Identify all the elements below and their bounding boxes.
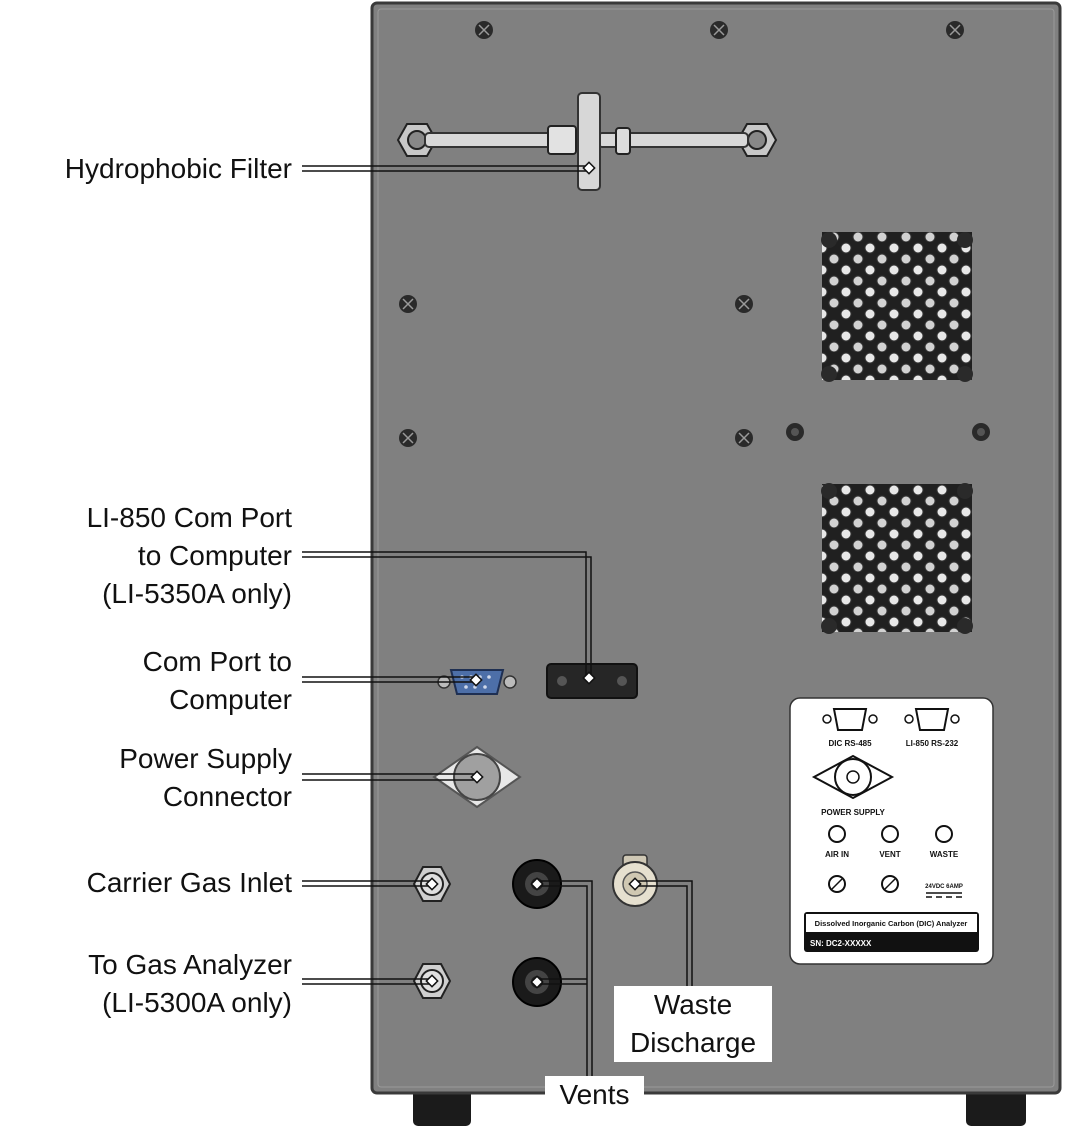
plate-air-in: AIR IN: [825, 850, 849, 859]
fan-grill-upper: [821, 232, 973, 382]
plate-serial: SN: DC2-XXXXX: [810, 939, 872, 948]
panel-screw: [475, 21, 493, 39]
callout-hydrophobic-filter: Hydrophobic Filter: [64, 153, 292, 184]
dic-rs485-port-icon: [822, 708, 878, 731]
plate-li850-rs232: LI-850 RS-232: [906, 739, 959, 748]
plate-dic-rs485: DIC RS-485: [828, 739, 872, 748]
panel-screw: [735, 429, 753, 447]
callout-vents: Vents: [545, 1076, 644, 1114]
hydrophobic-filter-assembly: [396, 92, 778, 191]
panel-screw: [946, 21, 964, 39]
callout-carrier-gas-inlet: Carrier Gas Inlet: [86, 867, 292, 898]
right-foot: [966, 1088, 1026, 1126]
panel-screw: [972, 423, 990, 441]
plate-power-supply: POWER SUPPLY: [821, 808, 885, 817]
plate-rating: 24VDC 6AMP: [925, 884, 963, 890]
fan-grill-lower: [821, 483, 973, 634]
callout-li850-com-port: LI-850 Com Port to Computer (LI-5350A on…: [86, 502, 292, 609]
leader-endpoints: [425, 161, 642, 989]
panel-screw: [735, 295, 753, 313]
callout-com-port: Com Port to Computer: [142, 646, 292, 715]
plate-product-name: Dissolved Inorganic Carbon (DIC) Analyze…: [815, 919, 968, 928]
waste-icon: [935, 825, 953, 843]
air-in-icon: [828, 825, 846, 843]
plate-vent: VENT: [879, 850, 900, 859]
callout-to-gas-analyzer: To Gas Analyzer (LI-5300A only): [88, 949, 292, 1018]
callout-waste-discharge: Waste Discharge: [614, 986, 772, 1062]
panel-screw: [399, 429, 417, 447]
power-supply-icon: [811, 754, 895, 800]
panel-screw: [786, 423, 804, 441]
label-plate: DIC RS-485 LI-850 RS-232 POWER SUPPLY AI…: [789, 697, 994, 965]
callout-power-supply: Power Supply Connector: [119, 743, 292, 812]
left-foot: [413, 1088, 471, 1126]
leader-lines: [302, 165, 693, 1076]
li850-rs232-port-icon: [904, 708, 960, 731]
plug-hole-icon: [881, 875, 899, 893]
panel-screw: [399, 295, 417, 313]
vent-icon: [881, 825, 899, 843]
panel-screw: [710, 21, 728, 39]
plate-waste: WASTE: [930, 850, 959, 859]
plug-hole-icon: [828, 875, 846, 893]
